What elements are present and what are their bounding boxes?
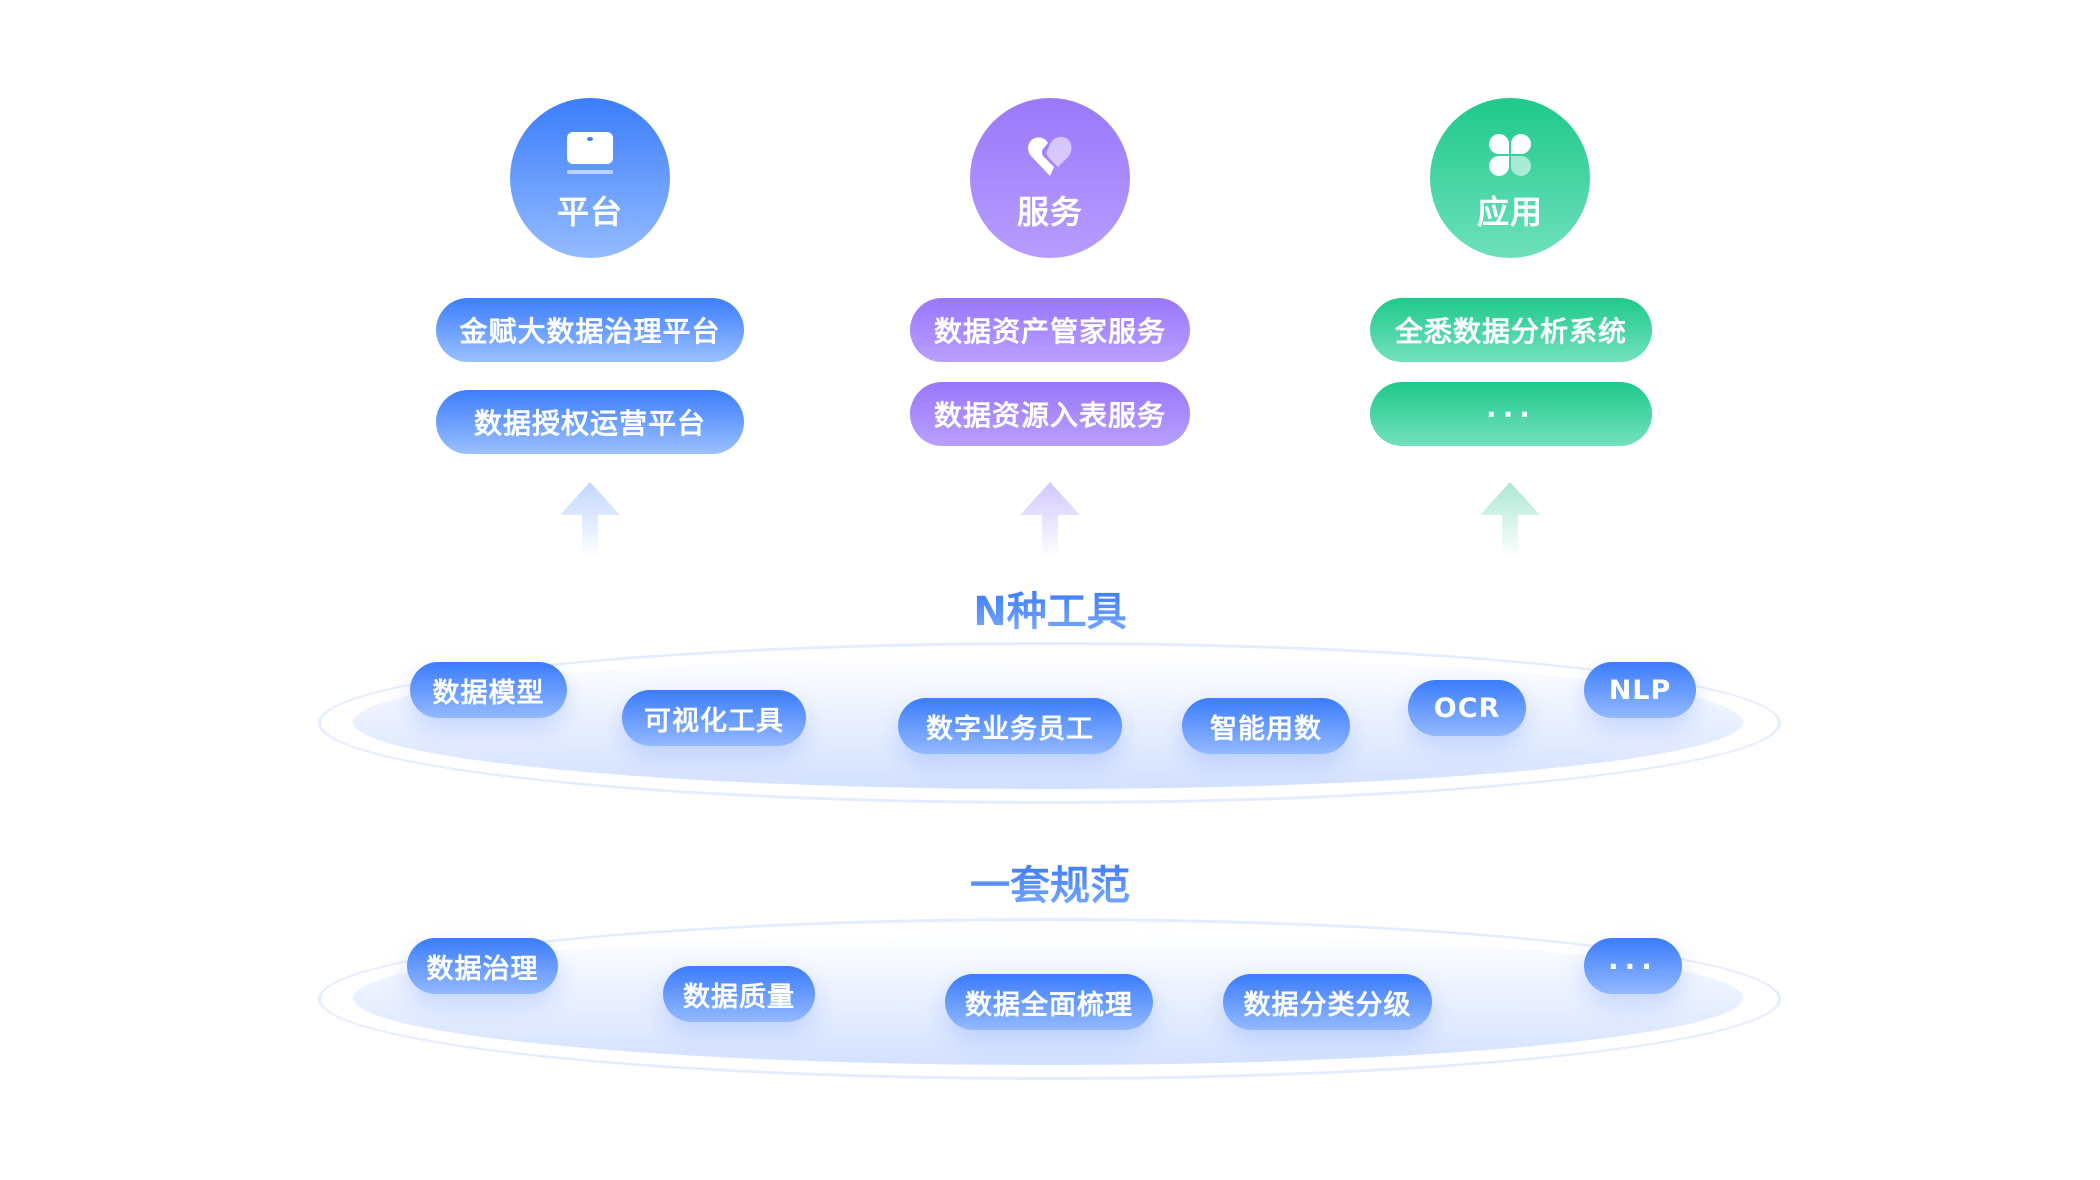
tool-pill[interactable]: 智能用数 (1182, 698, 1350, 754)
tool-pill[interactable]: NLP (1584, 662, 1696, 718)
up-arrow-icon (1480, 482, 1540, 558)
up-arrow-icon (560, 482, 620, 558)
standard-pill[interactable]: 数据质量 (663, 966, 815, 1022)
tool-pill[interactable]: 可视化工具 (622, 690, 806, 746)
platform-item-pill[interactable]: 数据授权运营平台 (436, 390, 744, 454)
service-category-label: 服务 (1016, 193, 1083, 231)
tool-pill[interactable]: OCR (1408, 680, 1526, 736)
platform-category-circle: 平台 (510, 98, 670, 258)
standards-platform-outer-ring (318, 918, 1781, 1080)
application-category-label: 应用 (1476, 193, 1543, 231)
laptop-icon (567, 132, 613, 174)
service-item-pill[interactable]: 数据资产管家服务 (910, 298, 1190, 362)
up-arrow-icon (1020, 482, 1080, 558)
platform-category-label: 平台 (556, 193, 623, 231)
heart-link-icon (1028, 136, 1072, 176)
tool-pill[interactable]: 数据模型 (410, 662, 567, 718)
standard-more-pill[interactable]: ··· (1584, 938, 1682, 994)
standard-pill[interactable]: 数据治理 (407, 938, 558, 994)
standards-section-title: 一套规范 (0, 864, 2100, 908)
clover-grid-icon (1489, 134, 1531, 176)
tools-section-title: N种工具 (0, 590, 2100, 634)
tools-platform-outer-ring (318, 642, 1781, 804)
application-item-pill[interactable]: 全悉数据分析系统 (1370, 298, 1652, 362)
standard-pill[interactable]: 数据全面梳理 (945, 974, 1153, 1030)
service-item-pill[interactable]: 数据资源入表服务 (910, 382, 1190, 446)
application-more-pill[interactable]: ··· (1370, 382, 1652, 446)
application-category-circle: 应用 (1430, 98, 1590, 258)
service-category-circle: 服务 (970, 98, 1130, 258)
standard-pill[interactable]: 数据分类分级 (1223, 974, 1432, 1030)
tool-pill[interactable]: 数字业务员工 (898, 698, 1122, 754)
platform-item-pill[interactable]: 金赋大数据治理平台 (436, 298, 744, 362)
